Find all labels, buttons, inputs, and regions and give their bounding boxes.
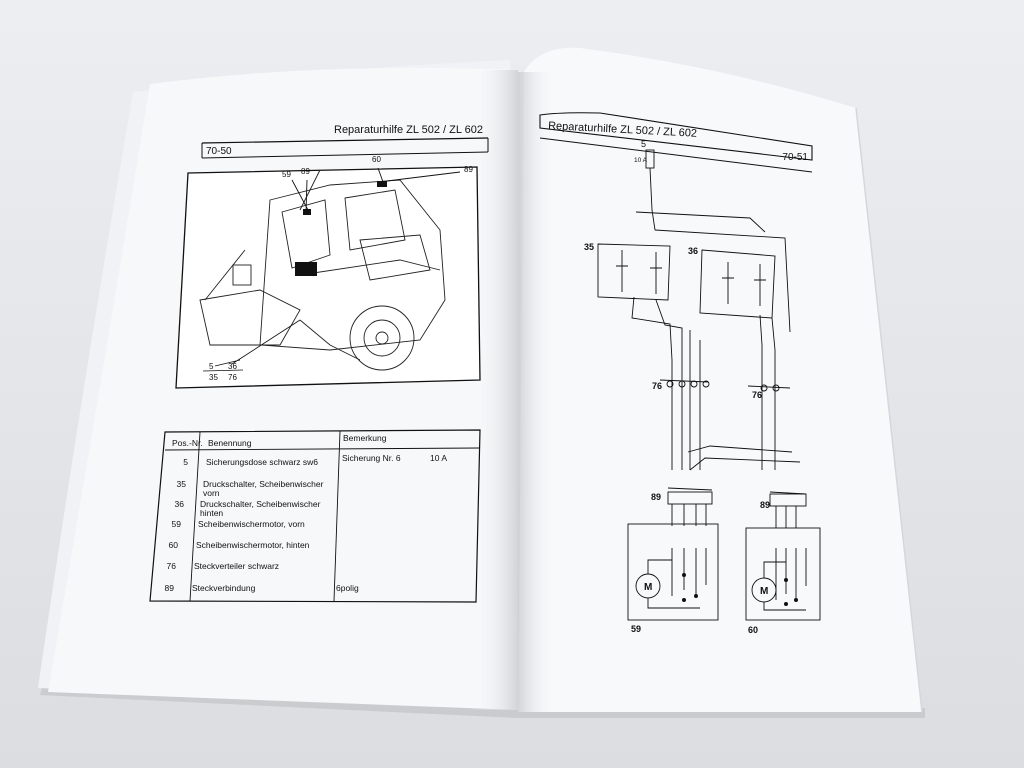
fuse-number: 5	[641, 139, 646, 149]
rear-motor-marker	[377, 181, 387, 187]
row-35-name2: vorn	[203, 488, 220, 498]
switch-36-label: 36	[688, 246, 698, 256]
callout-5: 5	[209, 362, 214, 371]
row-89-pos: 89	[165, 583, 175, 593]
row-5-pos: 5	[183, 457, 188, 467]
row-89-name: Steckverbindung	[192, 583, 256, 593]
row-5-name: Sicherungsdose schwarz sw6	[206, 457, 318, 467]
parts-table: Pos.-Nr. Benennung Bemerkung 5 Sicherung…	[149, 429, 481, 603]
col-header-pos: Pos.-Nr.	[172, 438, 203, 448]
row-35-name: Druckschalter, Scheibenwischer	[203, 479, 324, 489]
left-header: Reparaturhilfe ZL 502 / ZL 602 70-50	[201, 124, 489, 159]
machine-illustration: 59 89 60 89 5 36 35 76	[175, 155, 481, 389]
col-header-name: Benennung	[208, 438, 252, 448]
left-page-number: 70-50	[206, 146, 232, 157]
callout-76: 76	[228, 373, 237, 382]
row-60-name: Scheibenwischermotor, hinten	[196, 540, 310, 550]
plug-76b-label: 76	[752, 390, 762, 400]
row-36-name: Druckschalter, Scheibenwischer	[200, 499, 321, 509]
row-36-pos: 36	[175, 499, 185, 509]
row-59-pos: 59	[172, 519, 182, 529]
conn-89b-label: 89	[760, 500, 770, 510]
row-76-pos: 76	[167, 561, 177, 571]
callout-60: 60	[372, 155, 381, 164]
motor-59-symbol: M	[644, 582, 652, 593]
switch-marker	[303, 209, 311, 215]
row-36-name2: hinten	[200, 508, 223, 518]
motor-59-box	[627, 523, 719, 621]
row-76-name: Steckverteiler schwarz	[194, 561, 279, 571]
row-59-name: Scheibenwischermotor, vorn	[198, 519, 305, 529]
row-35-pos: 35	[177, 479, 187, 489]
left-header-title: Reparaturhilfe ZL 502 / ZL 602	[334, 124, 483, 136]
right-page	[518, 47, 923, 713]
callout-59: 59	[282, 170, 291, 179]
callout-36: 36	[228, 362, 237, 371]
row-5-note: Sicherung Nr. 6	[342, 453, 401, 463]
motor-60-symbol: M	[760, 586, 768, 597]
motor-60-label: 60	[748, 625, 758, 635]
wiper-motor-front-marker	[295, 262, 317, 276]
right-page-number: 70-51	[782, 152, 808, 163]
row-89-note: 6polig	[336, 583, 359, 593]
callout-89-right: 89	[464, 165, 473, 174]
switch-35-label: 35	[584, 242, 594, 252]
fuse-rating: 10 A	[634, 157, 648, 164]
col-header-note: Bemerkung	[343, 433, 387, 443]
conn-89a-label: 89	[651, 492, 661, 502]
motor-60-box	[745, 527, 821, 621]
callout-89: 89	[301, 167, 310, 176]
row-5-note2: 10 A	[430, 453, 447, 463]
wiring-schematic: 5 10 A	[584, 139, 821, 635]
motor-59-label: 59	[631, 624, 641, 634]
callout-35: 35	[209, 373, 218, 382]
plug-76a-label: 76	[652, 381, 662, 391]
row-60-pos: 60	[169, 540, 179, 550]
